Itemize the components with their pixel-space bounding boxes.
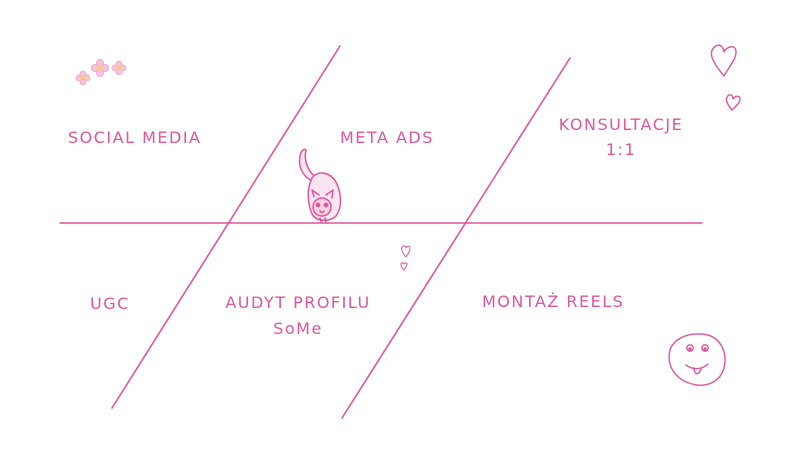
cell-meta-ads: META ADS [340, 128, 434, 147]
diagonal-divider-right [341, 57, 571, 419]
cell-audyt-profilu: AUDYT PROFILU SoMe [212, 295, 384, 337]
smiley-face-icon [668, 333, 726, 386]
cell-social-media: SOCIAL MEDIA [68, 128, 202, 147]
heart-icon [710, 44, 737, 77]
cat-icon [298, 148, 342, 223]
heart-icon [725, 94, 741, 111]
cell-konsultacje-subtitle: 1:1 [605, 140, 637, 159]
small-hearts-icon [400, 245, 411, 271]
flowers-icon [75, 58, 127, 86]
cell-konsultacje-title: KONSULTACJE [558, 115, 684, 134]
cell-audyt-title: AUDYT PROFILU [225, 293, 371, 312]
cell-audyt-subtitle: SoMe [273, 319, 323, 338]
cell-montaz-reels: MONTAŻ REELS [482, 292, 625, 311]
cell-ugc: UGC [90, 294, 130, 313]
diagonal-divider-left [111, 45, 341, 409]
cell-konsultacje: KONSULTACJE 1:1 [548, 117, 694, 158]
